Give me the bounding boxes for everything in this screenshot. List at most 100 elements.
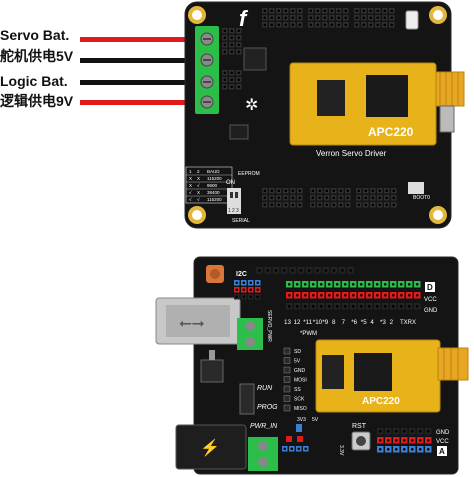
- uno-shield-board: ⭠⭢ ⚡ I2C SERVO_PWR PWR_IN RUN PROG D VCC…: [155, 256, 469, 475]
- baud-cell: √: [197, 183, 200, 188]
- pin-number: *10: [313, 319, 323, 326]
- pin-number: *5: [361, 319, 367, 326]
- dc-power-jack: [175, 424, 247, 470]
- capacitor: [239, 383, 255, 415]
- svg-text:BAUD: BAUD: [207, 169, 220, 174]
- pin-number: 2: [390, 319, 394, 326]
- analog-headers: [282, 428, 432, 453]
- baud-cell: X: [189, 176, 192, 181]
- spi-pin: [283, 357, 291, 364]
- svg-text:2: 2: [232, 208, 235, 214]
- servo-headers-bottom: [262, 188, 397, 208]
- baud-cell: √: [189, 190, 192, 195]
- boot-label: BOOT0: [413, 195, 430, 201]
- svg-text:1: 1: [189, 169, 192, 174]
- spi-pin: [283, 404, 291, 412]
- pin-number: 13: [284, 319, 291, 326]
- spi-label: SCK: [294, 397, 305, 403]
- spi-label: MISO: [294, 406, 307, 412]
- svg-text:VCC: VCC: [436, 439, 449, 445]
- spi-pin: [283, 385, 291, 393]
- spi-pin: [283, 395, 291, 402]
- baud-cell: X: [189, 183, 192, 188]
- spi-pin: [283, 347, 291, 355]
- apc220-label: APC220: [368, 125, 414, 139]
- pin-number: *11: [303, 319, 312, 326]
- pwr-in-label: PWR_IN: [250, 423, 278, 430]
- logic-red-wire: [80, 100, 196, 105]
- chip: [317, 80, 345, 116]
- svg-text:A: A: [439, 447, 445, 456]
- svg-text:3V3: 3V3: [297, 417, 306, 423]
- run-label: RUN: [257, 385, 273, 392]
- pin-number: 12: [294, 319, 301, 326]
- baud-cell: X: [197, 176, 200, 181]
- label-servo-battery: Servo Bat.: [0, 27, 70, 43]
- svg-text:5V: 5V: [312, 417, 319, 423]
- label-servo-power-cn: 舵机供电5V: [0, 48, 74, 64]
- spi-label: MOSI: [294, 378, 307, 384]
- rst-label: RST: [352, 423, 367, 430]
- servo-headers-top: [262, 8, 395, 28]
- pin-number: 8: [332, 319, 336, 326]
- spi-pin: [283, 366, 291, 374]
- spi-label: GND: [294, 368, 306, 374]
- reset-button[interactable]: [405, 10, 419, 30]
- spi-label: SD: [294, 349, 301, 355]
- pwm-label: *PWM: [300, 331, 317, 337]
- spi-label: SS: [294, 387, 301, 393]
- driver-name-label: Verron Servo Driver: [316, 149, 387, 158]
- digital-headers: [256, 267, 421, 310]
- svg-text:3.3V: 3.3V: [338, 445, 344, 456]
- pin-number: *3: [380, 319, 386, 326]
- d-tag: [425, 282, 435, 292]
- svg-text:1: 1: [228, 208, 231, 214]
- lightning-icon: ⚡: [200, 438, 220, 457]
- baud-cell: 115200: [207, 176, 222, 181]
- chip: [366, 75, 408, 117]
- voltage-regulator: [200, 359, 224, 383]
- gear-icon: ✲: [245, 97, 258, 114]
- servo-driver-board: f ✲ APC220 Verron Servo Driver 1 2 BAUD …: [184, 1, 465, 229]
- voltage-jumper[interactable]: [296, 424, 302, 432]
- antenna-connector: [437, 347, 469, 381]
- vcc-label: VCC: [424, 297, 437, 303]
- boot-switch[interactable]: [408, 182, 424, 194]
- power-terminal-block: [195, 26, 219, 114]
- servo-red-wire: [80, 37, 196, 42]
- serial-label: SERIAL: [232, 218, 250, 224]
- spi-label: 5V: [294, 359, 301, 365]
- power-wires: [80, 37, 196, 105]
- svg-text:GND: GND: [436, 430, 450, 436]
- svg-text:D: D: [427, 283, 433, 292]
- logic-black-wire: [80, 80, 196, 85]
- chip: [243, 47, 267, 71]
- chip: [229, 124, 249, 140]
- svg-text:3: 3: [236, 208, 239, 214]
- apc220-label: APC220: [362, 396, 400, 407]
- dfrobot-logo-icon: f: [239, 6, 249, 31]
- gnd-label: GND: [424, 308, 438, 314]
- label-logic-battery: Logic Bat.: [0, 73, 68, 89]
- servo-black-wire: [80, 58, 196, 63]
- usb-port: [439, 105, 455, 133]
- baud-cell: √: [197, 197, 200, 202]
- baud-cell: 38400: [207, 190, 220, 195]
- eeprom-label: EEPROM: [238, 171, 260, 177]
- i2c-header: [234, 280, 261, 300]
- baud-cell: 115200: [207, 197, 222, 202]
- pin-number: *9: [322, 319, 328, 326]
- txrx-label: TXRX: [400, 320, 416, 326]
- a-tag: [437, 446, 447, 456]
- spi-pin: [283, 376, 291, 383]
- prog-label: PROG: [257, 404, 278, 411]
- servo-pwr-label: SERVO_PWR: [266, 310, 272, 342]
- led: [297, 436, 303, 442]
- spi-header: SD 5V GND MOSI SS SCK MISO: [283, 347, 307, 412]
- svg-text:2: 2: [197, 169, 200, 174]
- antenna-connector: [435, 71, 465, 107]
- baud-cell: 9600: [207, 183, 218, 188]
